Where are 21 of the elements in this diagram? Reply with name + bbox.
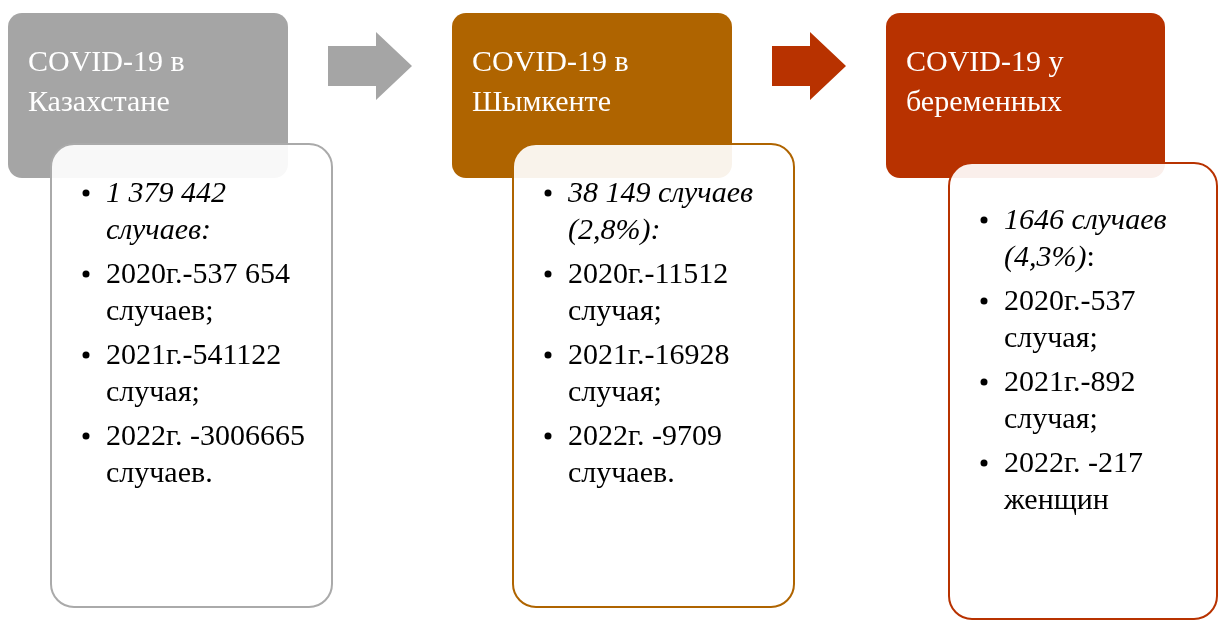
bullet-item: 2021г.-541122 случая; [106, 336, 283, 409]
header-title: COVID-19 в Шымкенте [472, 43, 630, 119]
bullet-item: 2021г.-16928 случая; [568, 336, 731, 409]
bullet-item: 38 149 случаев (2,8%): [568, 174, 754, 247]
bullet-item: 2022г. -9709 случаев. [568, 417, 723, 490]
block-arrow [772, 32, 846, 100]
header-title: COVID-19 у беременных [906, 43, 1065, 119]
bullet-item: 2020г.-537 случая; [1004, 282, 1137, 355]
bullet-item: 2021г.-892 случая; [1004, 363, 1137, 436]
bullet-item: 2022г. -217 женщин [1004, 444, 1144, 517]
header-box [886, 13, 1165, 178]
bullet-item: 1646 случаев (4,3%): [1004, 201, 1168, 274]
list-card [512, 143, 795, 608]
bullet-item: 2022г. -3006665 случаев. [106, 417, 305, 490]
block-arrow [328, 32, 412, 100]
header-title: COVID-19 в Казахстане [28, 43, 186, 119]
bullet-item: 2020г.-11512 случая; [568, 255, 730, 328]
bullet-item: 1 379 442 случаев: [106, 174, 227, 247]
bullet-item: 2020г.-537 654 случаев; [106, 255, 291, 328]
list-card [948, 162, 1218, 620]
list-card [50, 143, 333, 608]
